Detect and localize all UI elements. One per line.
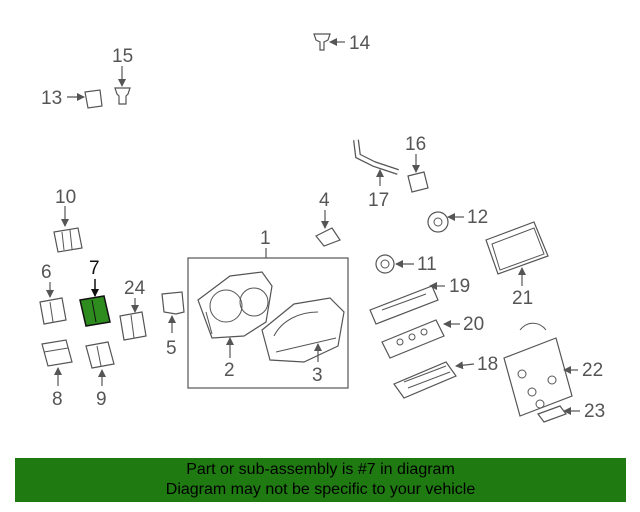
part-4-bracket — [315, 227, 341, 247]
callout-8: 8 — [52, 389, 63, 410]
part-6-switch — [39, 297, 67, 325]
part-19-panel — [369, 285, 439, 325]
part-11-knob — [375, 254, 395, 274]
part-23-plate — [537, 405, 567, 423]
callout-19: 19 — [449, 276, 470, 297]
part-21-display — [485, 221, 549, 275]
callout-16: 16 — [405, 134, 426, 155]
assembly-box-1 — [187, 257, 349, 389]
part-5-bracket — [161, 291, 185, 315]
callout-13: 13 — [41, 88, 62, 109]
part-13-plug — [84, 89, 103, 109]
part-14-clip — [313, 33, 331, 51]
callout-23: 23 — [584, 401, 605, 422]
callout-3: 3 — [312, 365, 323, 386]
callout-10: 10 — [55, 187, 76, 208]
callout-11: 11 — [417, 254, 437, 275]
callout-21: 21 — [512, 288, 533, 309]
callout-15: 15 — [112, 46, 133, 67]
part-15-clip — [114, 87, 131, 105]
part-8-switch — [41, 339, 73, 367]
callout-9: 9 — [96, 389, 107, 410]
callout-7: 7 — [89, 258, 100, 279]
notice-line-part: Part or sub-assembly is #7 in diagram — [186, 461, 455, 478]
part-17-hose — [353, 139, 399, 175]
part-16-sensor — [407, 171, 429, 193]
leader-18 — [455, 361, 475, 370]
callout-20: 20 — [463, 314, 484, 335]
callout-12: 12 — [467, 207, 488, 228]
callout-2: 2 — [224, 360, 235, 381]
part-22-head-unit — [503, 322, 573, 417]
callout-18: 18 — [477, 354, 498, 375]
notice-line-disclaimer: Diagram may not be specific to your vehi… — [165, 481, 476, 498]
callout-1: 1 — [260, 228, 271, 249]
callout-4: 4 — [319, 190, 330, 211]
part-18-switch-panel — [393, 361, 457, 399]
part-10-switch — [53, 227, 83, 253]
callout-14: 14 — [349, 33, 371, 54]
callout-6: 6 — [41, 262, 52, 283]
fitment-notice-banner: Part or sub-assembly is #7 in diagram Di… — [15, 458, 626, 502]
part-3-cluster-lens — [261, 297, 345, 363]
part-7-switch-highlighted — [79, 295, 111, 327]
callout-24: 24 — [124, 278, 146, 299]
callout-17: 17 — [368, 190, 389, 211]
callout-22: 22 — [582, 360, 603, 381]
part-20-control-panel — [381, 319, 445, 359]
callout-5: 5 — [166, 338, 177, 359]
part-9-switch — [85, 341, 115, 369]
part-24-switch — [119, 311, 147, 341]
part-2-cluster-frame — [197, 271, 273, 339]
part-12-sensor — [427, 211, 449, 233]
